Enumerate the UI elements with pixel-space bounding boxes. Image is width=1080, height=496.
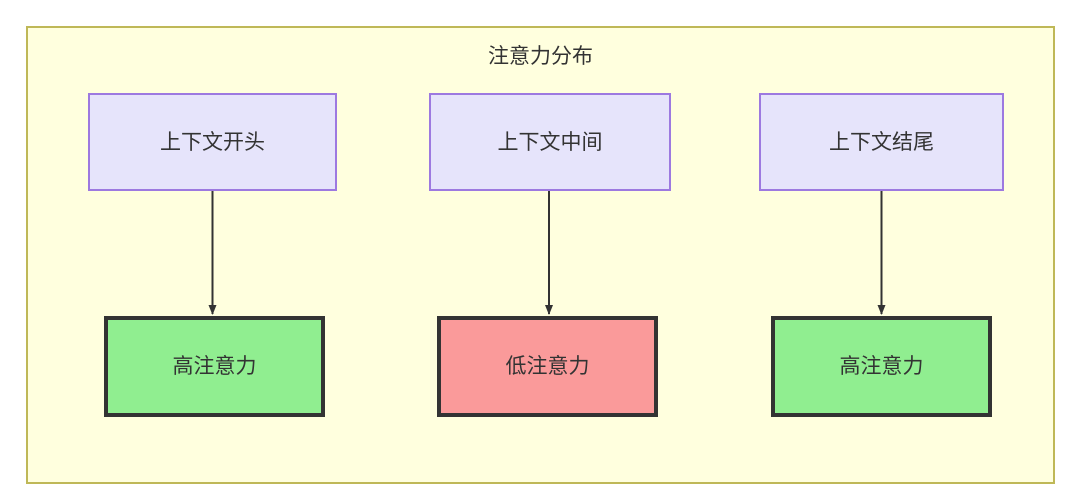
node-attn-low-middle-label: 低注意力 <box>505 355 590 378</box>
node-ctx-start-label: 上下文开头 <box>160 130 265 154</box>
node-ctx-end-label: 上下文结尾 <box>829 130 934 154</box>
node-ctx-start[interactable]: 上下文开头 <box>88 93 337 191</box>
node-ctx-end[interactable]: 上下文结尾 <box>759 93 1004 191</box>
node-ctx-middle[interactable]: 上下文中间 <box>429 93 671 191</box>
node-attn-high-start[interactable]: 高注意力 <box>104 316 325 417</box>
group-title: 注意力分布 <box>488 45 593 68</box>
node-ctx-middle-label: 上下文中间 <box>497 130 603 154</box>
node-attn-low-middle[interactable]: 低注意力 <box>437 316 658 417</box>
node-attn-high-end[interactable]: 高注意力 <box>771 316 992 417</box>
node-attn-high-start-label: 高注意力 <box>172 355 257 378</box>
node-attn-high-end-label: 高注意力 <box>839 355 924 378</box>
